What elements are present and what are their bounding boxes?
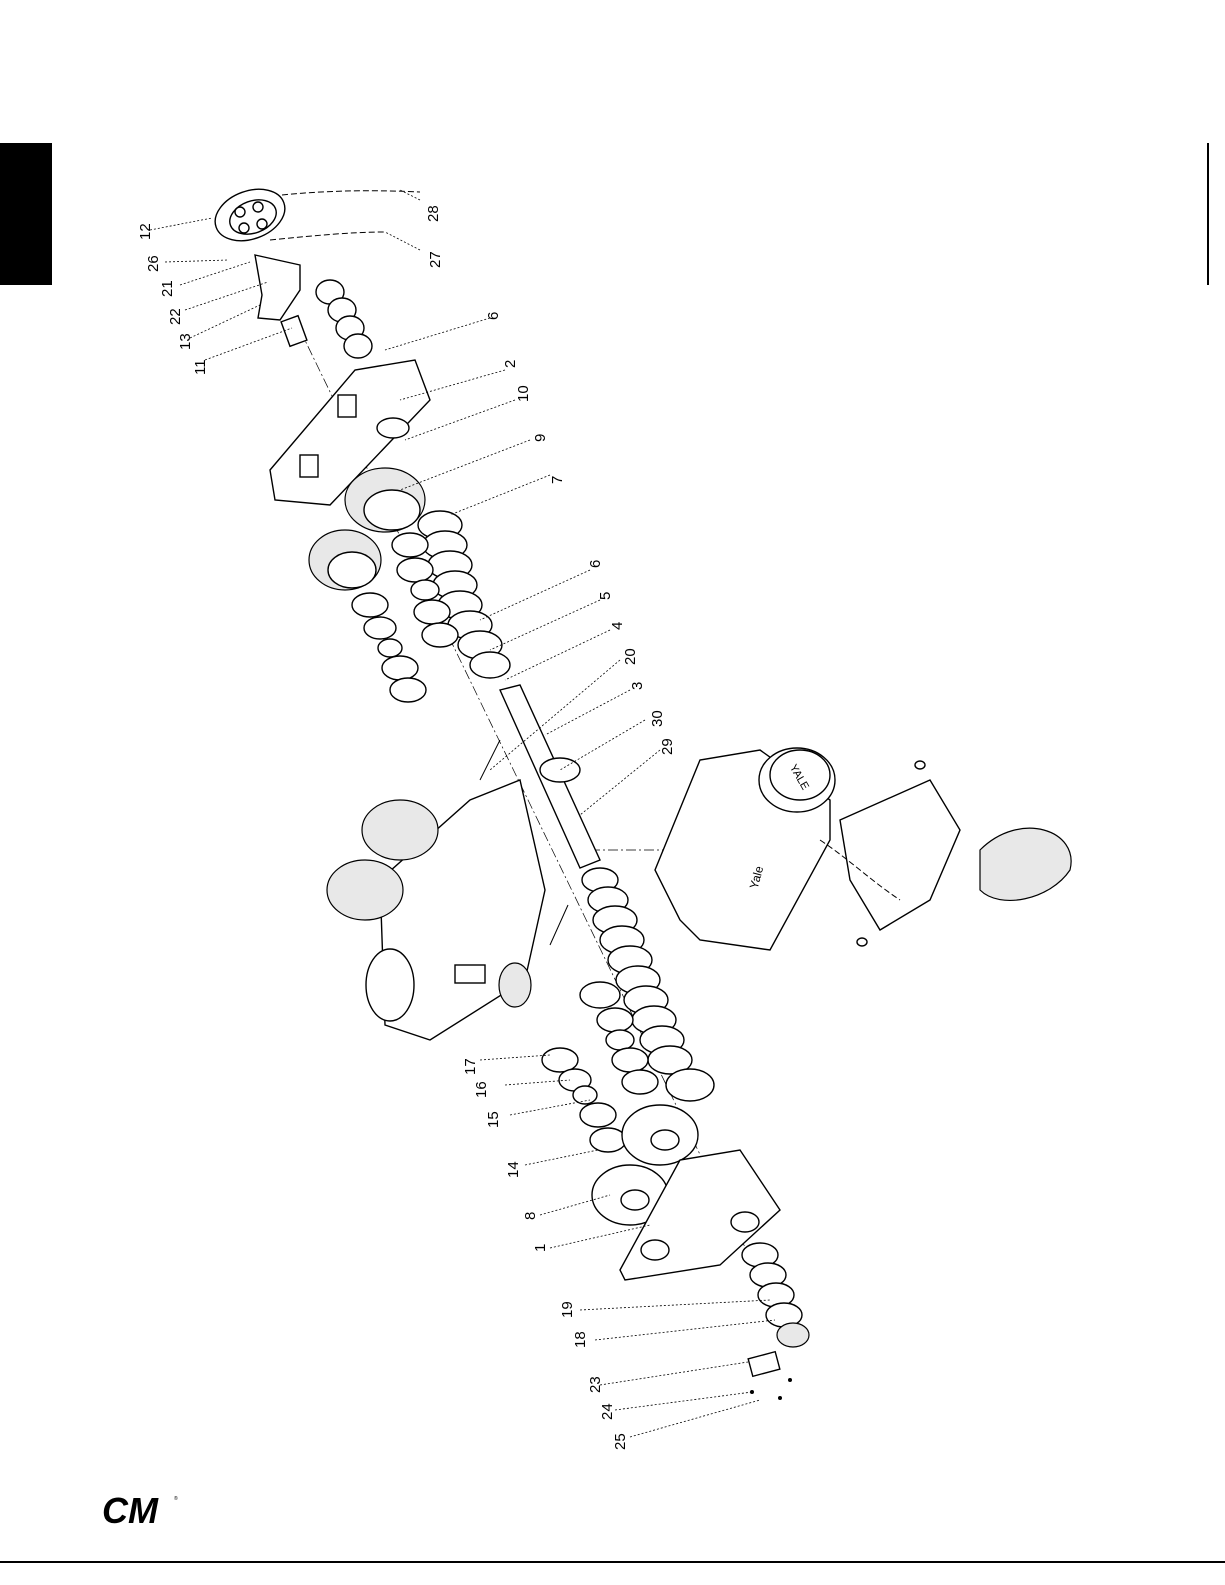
callout-2: 2 [502,360,519,368]
callout-13: 13 [177,333,194,350]
fastener-b [778,1396,782,1400]
pin-upper [480,740,500,780]
chain-hoist: YALE Yale [655,748,1071,950]
callout-22: 22 [167,308,184,325]
callout-16: 16 [473,1081,490,1098]
callout-5: 5 [597,592,614,600]
callout-17: 17 [462,1058,479,1075]
callout-29: 29 [659,738,676,755]
shaft-collar [540,758,580,782]
callout-6-lower: 6 [587,560,604,568]
callout-28: 28 [425,205,442,222]
callout-11: 11 [192,359,209,375]
callout-4: 4 [609,622,626,630]
callout-12: 12 [137,223,154,240]
callout-19: 19 [559,1301,576,1318]
hand-chain-lower [270,232,385,240]
lower-nut-washer-stack [742,1243,809,1347]
cm-logo: CM ® [100,1490,190,1530]
callout-6-upper: 6 [485,312,502,320]
callout-3: 3 [629,682,646,690]
callout-21: 21 [159,280,176,297]
side-plate-stud-upper [338,395,356,417]
assembled-trolley [327,780,545,1040]
cm-logo-text: CM [102,1490,159,1530]
callout-8: 8 [522,1212,539,1220]
upper-rollers-washers [352,511,510,702]
side-plate-stud-lower [300,455,318,477]
trolley-wheel-b-hub [621,1190,649,1210]
callout-20: 20 [622,648,639,665]
small-plate [748,1352,780,1377]
callout-14: 14 [505,1161,522,1178]
callout-18: 18 [572,1331,589,1348]
callout-26: 26 [145,255,162,272]
callout-30: 30 [649,710,666,727]
callout-27: 27 [427,251,444,268]
callout-9: 9 [532,434,549,442]
fastener-c [788,1378,792,1382]
side-plate-plain-hole-b [731,1212,759,1232]
callout-15: 15 [485,1111,502,1128]
trolley-wheel-a-hub [651,1130,679,1150]
upper-nut-washer-stack [316,280,372,358]
callout-7: 7 [549,476,566,484]
registered-mark: ® [174,1495,178,1502]
side-plate-hole [377,418,409,438]
callout-10: 10 [515,385,532,402]
side-plate-plain-hole-a [641,1240,669,1260]
callout-25: 25 [612,1433,629,1450]
callout-24: 24 [599,1403,616,1420]
callout-1: 1 [532,1244,549,1252]
chain-guide-bracket [255,255,300,320]
callout-23: 23 [587,1376,604,1393]
pin-lower [550,905,568,945]
hand-chain-upper [282,191,420,195]
